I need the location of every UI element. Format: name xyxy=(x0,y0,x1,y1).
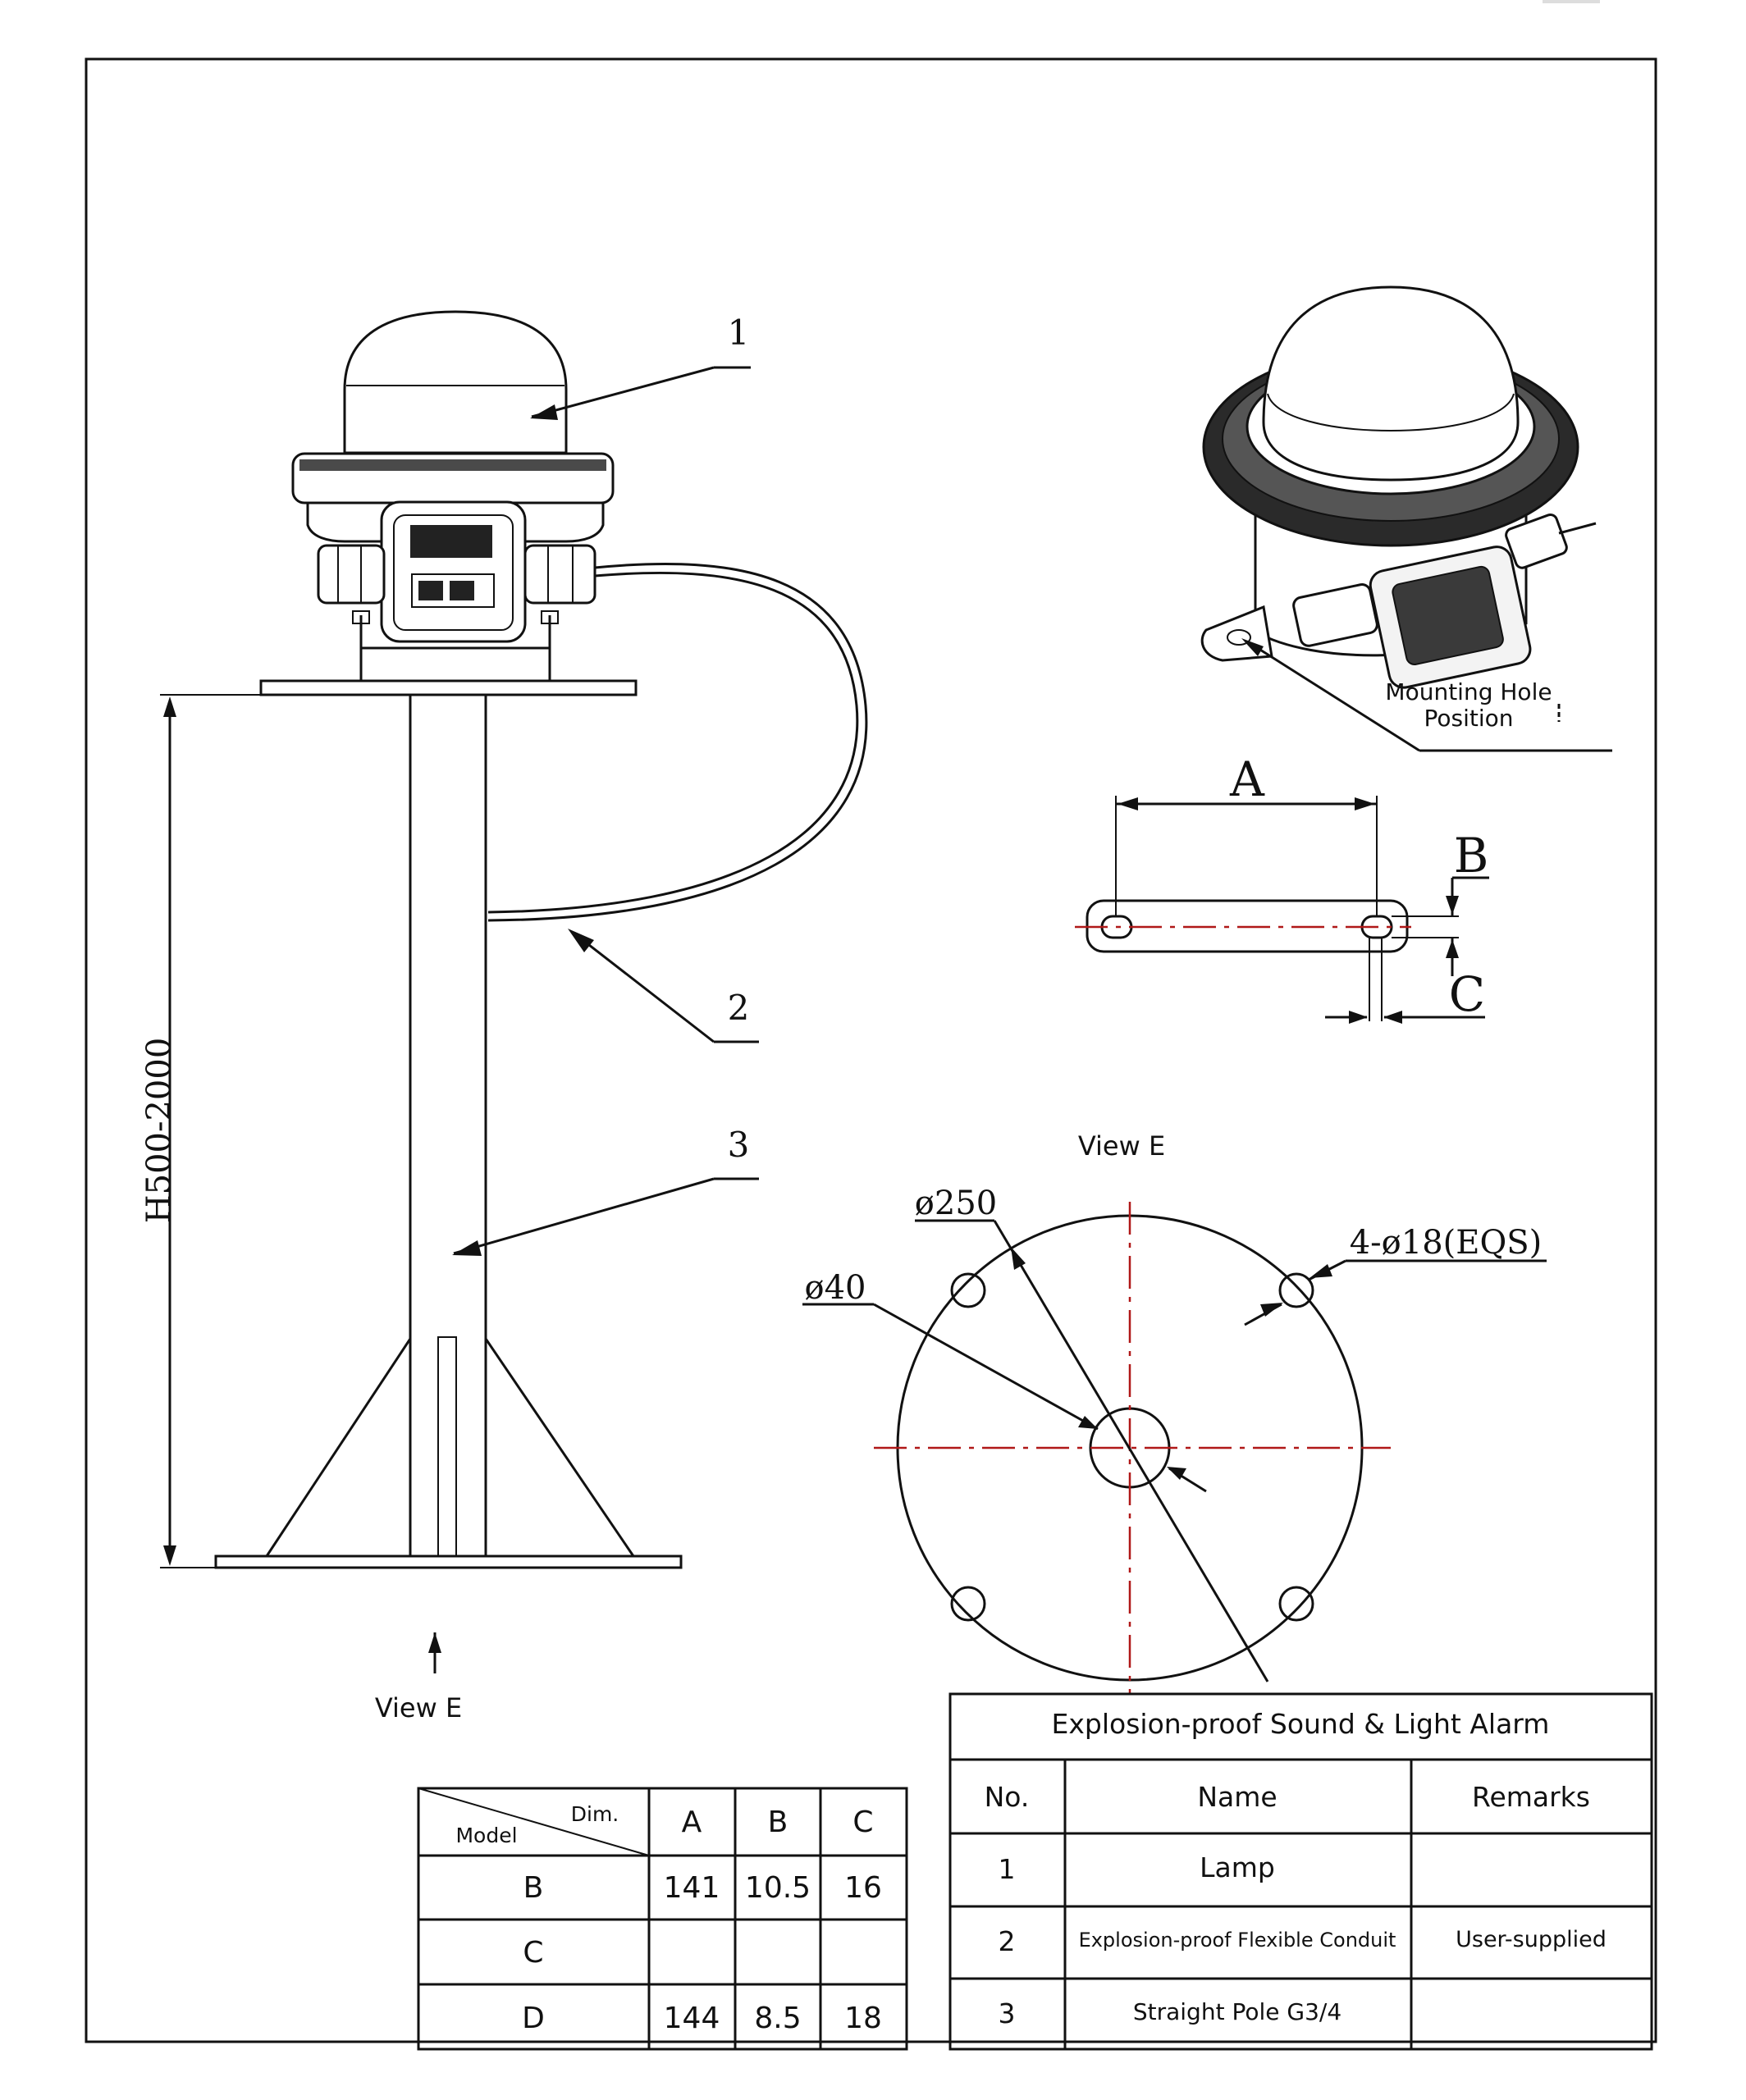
bolt-hole-br xyxy=(1278,1586,1314,1622)
callout-2: 2 xyxy=(568,929,759,1043)
parts-table: Explosion-proof Sound & Light Alarm No. … xyxy=(948,1692,1653,2051)
parts-row-remarks: User-supplied xyxy=(1456,1927,1607,1952)
parts-title: Explosion-proof Sound & Light Alarm xyxy=(1052,1708,1550,1740)
dim-header-dim: Dim. xyxy=(571,1802,619,1826)
height-dimension: H500-2000 xyxy=(140,694,261,1568)
view-e-arrow-label: View E xyxy=(375,1692,462,1723)
d250-label: ø250 xyxy=(915,1185,997,1222)
perspective-dome xyxy=(1262,285,1520,482)
parts-header-remarks: Remarks xyxy=(1472,1781,1590,1813)
parts-header-no: No. xyxy=(985,1781,1030,1813)
parts-row-no: 2 xyxy=(999,1925,1016,1957)
d40-label: ø40 xyxy=(805,1269,866,1307)
parts-row-name: Straight Pole G3/4 xyxy=(1133,1998,1341,2025)
parts-row-name: Explosion-proof Flexible Conduit xyxy=(1079,1929,1396,1952)
dim-col-c: C xyxy=(852,1806,873,1839)
callout-1-label: 1 xyxy=(728,313,750,353)
corner-mark xyxy=(1543,0,1600,3)
callout-3: 3 xyxy=(452,1125,759,1256)
dim-cell: 141 xyxy=(664,1871,720,1905)
bolt-hole-bl xyxy=(950,1586,986,1622)
dim-cell: 144 xyxy=(664,2002,720,2035)
drawing-border xyxy=(85,57,1657,2043)
callout-3-label: 3 xyxy=(728,1125,750,1165)
dim-cell: 16 xyxy=(844,1871,882,1905)
dim-row-model: D xyxy=(522,2002,545,2035)
parts-row-name: Lamp xyxy=(1200,1851,1275,1883)
dim-cell: 8.5 xyxy=(754,2002,801,2035)
dim-a-label: A xyxy=(1229,751,1265,807)
left-cable-gland xyxy=(317,544,386,605)
base-plate xyxy=(214,1554,683,1569)
lamp-dome xyxy=(343,310,568,454)
callout-2-label: 2 xyxy=(728,988,750,1028)
mounting-hole-label-line1: Mounting Hole xyxy=(1385,678,1552,705)
parts-row-no: 1 xyxy=(999,1853,1016,1885)
bolt-hole-tr xyxy=(1278,1272,1314,1308)
callout-1: 1 xyxy=(530,313,751,420)
mounting-bracket xyxy=(359,615,551,681)
parts-row-no: 3 xyxy=(999,1997,1016,2029)
lamp-assembly xyxy=(214,310,868,1569)
dim-header-model: Model xyxy=(455,1824,517,1847)
dim-col-b: B xyxy=(768,1806,788,1839)
junction-box xyxy=(380,500,527,643)
holes-label: 4-ø18(EQS) xyxy=(1350,1224,1543,1262)
mounting-slot-detail: A B C xyxy=(1075,751,1489,1024)
view-e-arrow: View E xyxy=(375,1632,462,1723)
dim-cell: 10.5 xyxy=(745,1871,811,1905)
dim-row-model: B xyxy=(523,1871,544,1905)
right-cable-gland xyxy=(523,544,596,605)
mounting-hole-label-line2: Position xyxy=(1424,705,1513,732)
view-e-section: View E ø250 ø40 4-ø18(EQS) xyxy=(802,1130,1547,1694)
dim-b-label: B xyxy=(1454,828,1489,883)
straight-pole xyxy=(409,693,487,1558)
dimension-table: Dim. Model A B C B 141 10.5 16 C D 144 8… xyxy=(417,1787,908,2051)
dim-c-label: C xyxy=(1449,966,1485,1022)
dim-col-a: A xyxy=(682,1806,702,1839)
height-dim-label: H500-2000 xyxy=(140,1038,178,1224)
bolt-hole-tl xyxy=(950,1272,986,1308)
view-e-title: View E xyxy=(1078,1130,1165,1162)
dim-row-model: C xyxy=(523,1936,543,1970)
parts-header-name: Name xyxy=(1197,1781,1277,1813)
dim-cell: 18 xyxy=(844,2002,882,2035)
perspective-view: Mounting Hole Position xyxy=(1200,285,1612,752)
top-plate xyxy=(259,679,638,696)
flexible-conduit xyxy=(487,562,868,922)
